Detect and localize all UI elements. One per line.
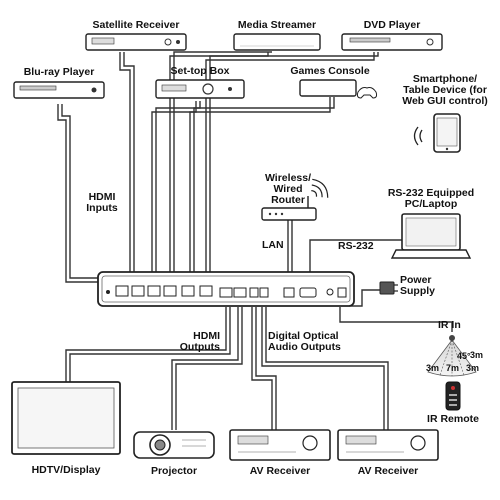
media-streamer-label: Media Streamer (237, 19, 317, 31)
av-receiver-1-device (229, 429, 331, 461)
ir-range-fan (427, 335, 477, 377)
cables (57, 51, 453, 430)
pc-label-line-2: PC/Laptop (404, 198, 458, 210)
ir-distance-far-right: 3m (470, 350, 484, 360)
power-supply-label-line-1: Power (400, 274, 432, 286)
hdtv-label: HDTV/Display (31, 464, 101, 476)
power-supply-label: Power Supply (400, 275, 435, 297)
router-label-line-2: Wired (273, 183, 303, 195)
hdmi-inputs-label-line-1: HDMI (88, 191, 116, 203)
gamepad-icon (356, 87, 378, 99)
pc-label: RS-232 Equipped PC/Laptop (376, 188, 486, 210)
ir-distance-center: 7m (446, 363, 460, 373)
laptop-device (390, 213, 472, 259)
projector-hdmi-cable (171, 307, 239, 430)
ir-distance-left: 3m (426, 363, 440, 373)
hdtv-hdmi-cable (65, 307, 227, 382)
digital-optical-label: Digital Optical Audio Outputs (268, 331, 341, 353)
ir-remote-device (445, 381, 461, 411)
media-streamer-device (233, 33, 321, 51)
bluray-player-device (13, 81, 105, 99)
dvd-player-device (341, 33, 443, 51)
satellite-receiver-device (85, 33, 187, 51)
router-label: Wireless/ Wired Router (258, 173, 318, 206)
hdmi-inputs-label-line-2: Inputs (86, 202, 118, 214)
av-receiver-2-device (337, 429, 439, 461)
matrix-unit (97, 271, 355, 307)
lan-label: LAN (262, 239, 284, 251)
projector-label: Projector (150, 465, 198, 477)
console-hdmi-cable (189, 97, 331, 292)
hdmi-outputs-label: HDMI Outputs (160, 331, 220, 353)
power-supply-label-line-2: Supply (400, 285, 436, 297)
ir-in-label: IR In (438, 319, 461, 331)
smartphone-label-line-2: Table Device (for (403, 84, 487, 96)
hdmi-outputs-label-line-2: Outputs (179, 341, 220, 353)
digital-optical-label-line-2: Audio Outputs (268, 341, 341, 353)
ir-in-cable (339, 307, 453, 332)
wifi-icon (311, 178, 329, 198)
ir-remote-label: IR Remote (427, 413, 479, 425)
av-receiver-2-label: AV Receiver (357, 465, 419, 477)
ir-distance-right: 3m (466, 363, 480, 373)
router-device (261, 178, 329, 221)
av-receiver-1-label: AV Receiver (249, 465, 311, 477)
dvd-player-label: DVD Player (363, 19, 421, 31)
bluray-player-label: Blu-ray Player (23, 66, 95, 78)
optical-cable-1 (251, 307, 273, 430)
set-top-box-label: Set-top Box (170, 65, 230, 77)
games-console-device (299, 79, 378, 99)
hdtv-device (11, 381, 121, 455)
digital-optical-label-line-1: Digital Optical (268, 330, 339, 342)
rs232-label: RS-232 (338, 240, 374, 252)
smartphone-label: Smartphone/ Table Device (for Web GUI co… (395, 74, 495, 107)
smartphone-label-line-3: Web GUI control) (402, 95, 488, 107)
hdmi-outputs-label-line-1: HDMI (193, 330, 220, 342)
wireless-signal-icon (413, 126, 423, 146)
projector-device (133, 431, 215, 459)
hdmi-inputs-label: HDMI Inputs (78, 192, 126, 214)
smartphone-device (413, 113, 461, 153)
smartphone-label-line-1: Smartphone/ (412, 73, 478, 85)
optical-cable-2 (261, 307, 385, 430)
satellite-hdmi-cable (119, 52, 135, 292)
pc-label-line-1: RS-232 Equipped (387, 187, 475, 199)
games-console-label: Games Console (290, 65, 370, 77)
router-label-line-1: Wireless/ (264, 172, 311, 184)
ir-angle-label: 45° (457, 351, 471, 361)
set-top-box-device (155, 79, 245, 99)
power-supply-device (379, 281, 398, 295)
router-label-line-3: Router (271, 194, 305, 206)
satellite-receiver-label: Satellite Receiver (92, 19, 180, 31)
